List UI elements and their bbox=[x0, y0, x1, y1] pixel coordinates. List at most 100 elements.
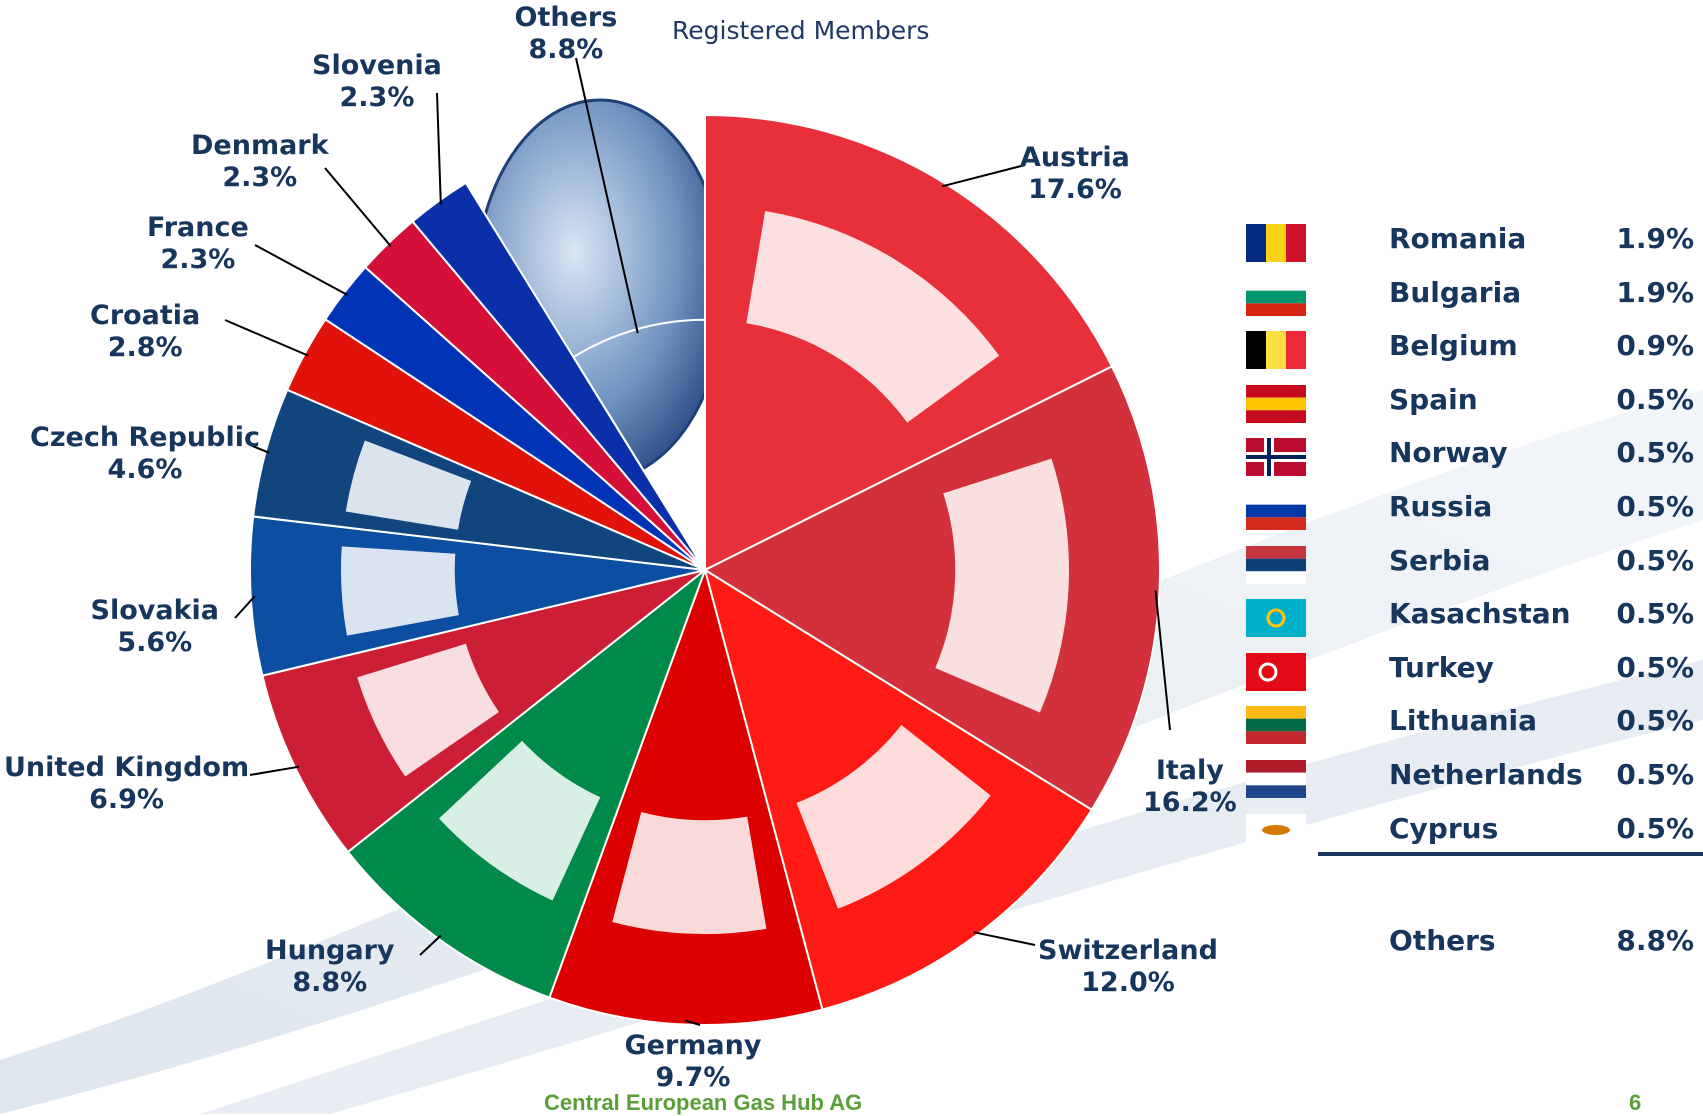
spain-flag bbox=[1246, 384, 1306, 423]
leader-line-italy bbox=[1154, 590, 1171, 731]
serbia-flag bbox=[1246, 545, 1306, 584]
lithuania-flag bbox=[1246, 706, 1306, 745]
legend-row-belgium: Belgium 0.9% bbox=[1246, 327, 1694, 371]
slice-band-switzerland bbox=[796, 725, 991, 909]
legend-divider bbox=[1318, 852, 1703, 856]
legend-row-others: Others 8.8% bbox=[1246, 922, 1694, 966]
slice-label-name: Germany bbox=[624, 1030, 762, 1061]
slice-label-value: 16.2% bbox=[1143, 787, 1237, 818]
leader-line-austria bbox=[941, 164, 1026, 188]
slice-band-united-kingdom bbox=[357, 643, 499, 777]
legend-value: 0.9% bbox=[1616, 329, 1694, 363]
slice-band-czech-republic bbox=[345, 440, 472, 530]
legend-value: 0.5% bbox=[1616, 490, 1694, 523]
legend-others-name: Others bbox=[1389, 924, 1496, 957]
leader-line-croatia bbox=[224, 319, 309, 357]
slice-label-value: 4.6% bbox=[107, 454, 183, 485]
russia-flag bbox=[1246, 492, 1306, 530]
slice-band-hungary bbox=[438, 740, 601, 901]
slice-label-value: 17.6% bbox=[1028, 174, 1122, 205]
slice-band-slovakia bbox=[341, 546, 459, 636]
leader-line-slovakia bbox=[234, 595, 256, 619]
slice-label-name: Switzerland bbox=[1038, 935, 1218, 966]
leader-line-switzerland bbox=[973, 931, 1036, 946]
legend-value: 0.5% bbox=[1616, 543, 1694, 577]
legend-row-serbia: Serbia 0.5% bbox=[1246, 542, 1694, 586]
leader-line-germany bbox=[684, 1019, 701, 1026]
legend-name: Russia bbox=[1389, 490, 1493, 523]
leader-line-others bbox=[575, 57, 639, 334]
legend-row-turkey: Turkey 0.5% bbox=[1246, 649, 1694, 693]
leader-line-denmark bbox=[324, 167, 392, 248]
leader-line-slovenia bbox=[436, 92, 442, 205]
legend-row-norway: Norway 0.5% bbox=[1246, 434, 1694, 478]
slice-label-name: United Kingdom bbox=[4, 752, 250, 783]
slice-band-italy bbox=[935, 458, 1069, 713]
leader-line-czech-republic bbox=[249, 444, 270, 454]
legend-name: Cyprus bbox=[1389, 811, 1499, 845]
legend-name: Romania bbox=[1389, 222, 1527, 255]
legend-name: Netherlands bbox=[1389, 758, 1583, 791]
norway-flag bbox=[1246, 438, 1306, 477]
leader-line-france bbox=[254, 244, 348, 296]
slice-label-name: Austria bbox=[1020, 142, 1130, 173]
slice-label-value: 8.8% bbox=[528, 34, 604, 65]
legend-value: 0.5% bbox=[1616, 436, 1694, 470]
slice-label-value: 2.3% bbox=[222, 162, 298, 193]
legend-row-spain: Spain 0.5% bbox=[1246, 381, 1694, 425]
leader-line-hungary bbox=[419, 934, 442, 956]
slice-label-name: Denmark bbox=[191, 130, 329, 161]
slice-label-value: 8.8% bbox=[292, 967, 368, 998]
legend-name: Bulgaria bbox=[1389, 275, 1522, 309]
slice-label-name: Slovenia bbox=[312, 50, 442, 81]
legend-name: Kasachstan bbox=[1389, 597, 1571, 631]
legend-name: Norway bbox=[1389, 436, 1508, 470]
legend-name: Spain bbox=[1389, 382, 1478, 416]
slice-label-name: Croatia bbox=[90, 300, 201, 331]
slice-label-name: Italy bbox=[1155, 755, 1224, 786]
legend-value: 0.5% bbox=[1616, 597, 1694, 631]
legend-value: 0.5% bbox=[1616, 650, 1694, 684]
legend-name: Serbia bbox=[1389, 543, 1491, 577]
legend-row-kasachstan: Kasachstan 0.5% bbox=[1246, 595, 1694, 639]
footer-company: Central European Gas Hub AG bbox=[544, 1090, 863, 1115]
romania-flag bbox=[1246, 224, 1306, 262]
legend-value: 0.5% bbox=[1616, 382, 1694, 416]
slice-label-value: 6.9% bbox=[89, 784, 164, 815]
legend-value: 0.5% bbox=[1616, 704, 1694, 738]
legend-value: 1.9% bbox=[1616, 222, 1694, 255]
kazakhstan-flag bbox=[1246, 599, 1306, 638]
legend-others-value: 8.8% bbox=[1616, 924, 1694, 957]
slice-label-name: Hungary bbox=[265, 935, 395, 966]
legend-row-cyprus: Cyprus 0.5% bbox=[1246, 810, 1694, 854]
slice-label-name: France bbox=[147, 212, 249, 243]
legend-value: 0.5% bbox=[1616, 811, 1694, 845]
legend-name: Belgium bbox=[1389, 329, 1518, 363]
slice-label-value: 2.3% bbox=[339, 82, 415, 113]
cyprus-flag bbox=[1246, 813, 1306, 852]
pie-slice-slovenia bbox=[411, 181, 706, 571]
belgium-flag bbox=[1246, 331, 1306, 370]
legend-row-romania: Romania 1.9% bbox=[1246, 220, 1694, 264]
slice-label-name: Czech Republic bbox=[30, 422, 260, 453]
slice-band-austria bbox=[746, 211, 1000, 423]
netherlands-flag bbox=[1246, 760, 1306, 798]
legend-name: Turkey bbox=[1389, 650, 1494, 684]
slice-label-value: 2.8% bbox=[107, 332, 183, 363]
slice-label-value: 5.6% bbox=[117, 627, 193, 658]
